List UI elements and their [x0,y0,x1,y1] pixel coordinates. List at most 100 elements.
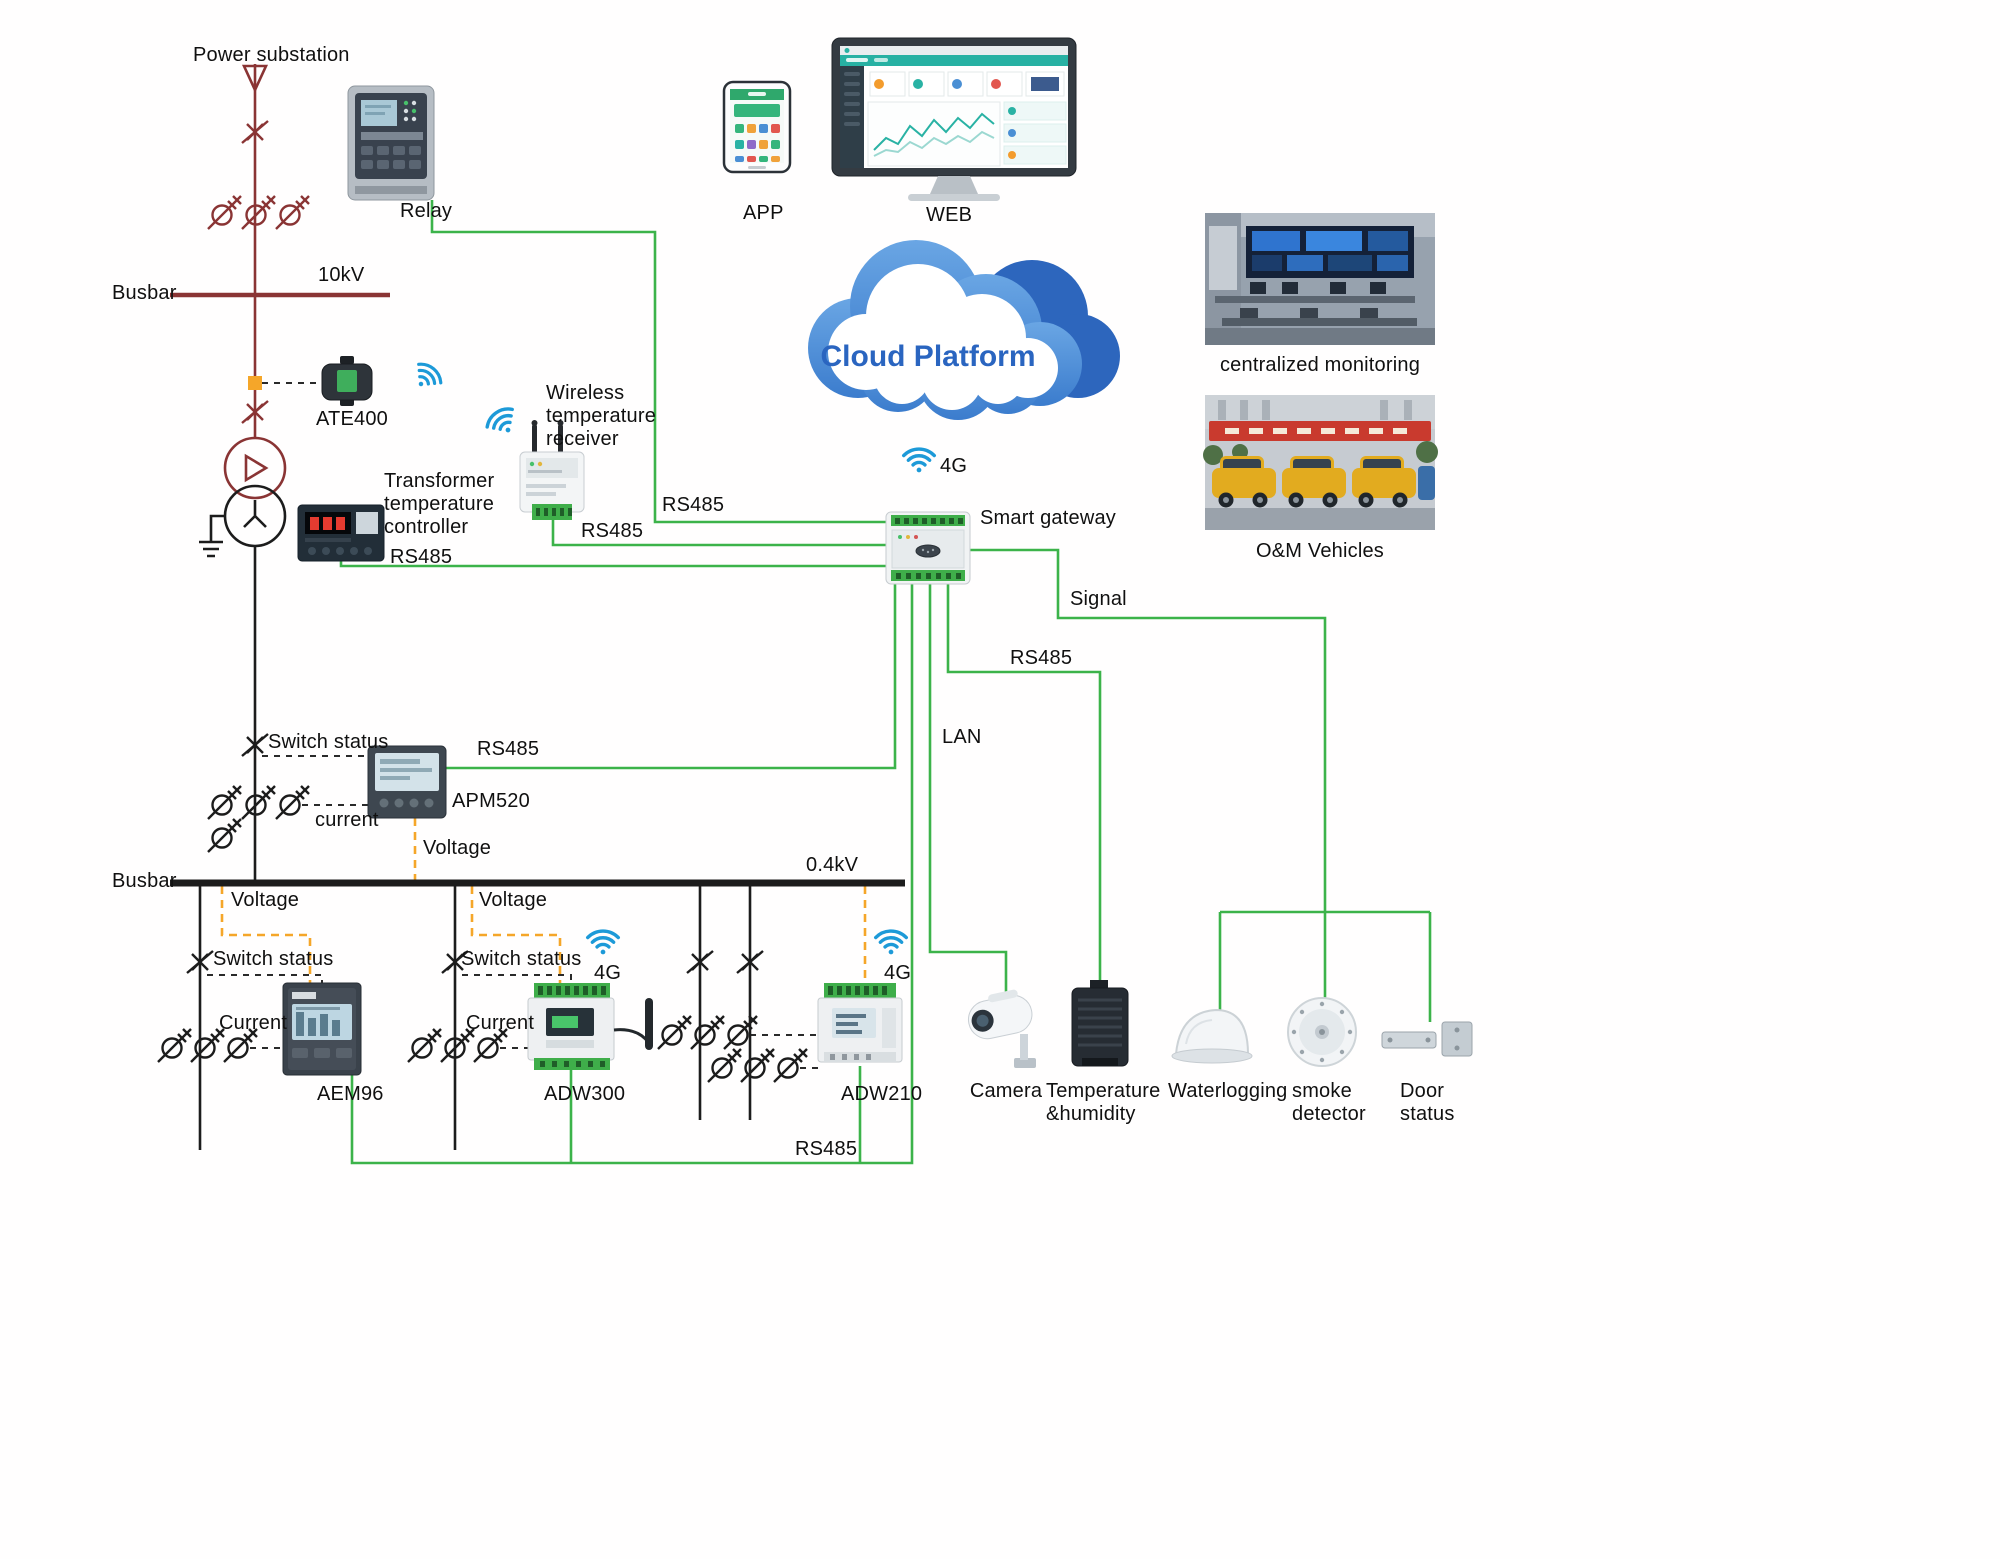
lv-single-line [156,484,905,1150]
ate400-sensor-point [248,376,262,390]
smart-gateway-device [885,511,971,585]
hv-single-line [170,64,390,500]
om-vehicles-photo [1203,395,1438,530]
adw210-label: ADW210 [841,1083,923,1105]
ct-icon [656,1014,693,1051]
adw210-device [817,983,903,1063]
cloud-platform-label: Cloud Platform [821,340,1036,373]
voltage-label-f1: Voltage [231,889,300,911]
ct-icon [206,784,243,821]
rs485-line-receiver [551,520,886,547]
rs485-label-bottom: RS485 [795,1138,858,1160]
voltage-line-adw300 [470,886,562,983]
waterlogging-device [1171,1008,1253,1064]
switch-status-line-f2 [462,974,572,983]
lan-label: LAN [942,726,982,748]
signal-line-sensors [970,548,1432,1022]
busbar-10kv-label: Busbar [112,282,177,304]
adw300-label: ADW300 [544,1083,626,1105]
voltage-line-aem96 [220,886,312,983]
centralized-monitoring-label: centralized monitoring [1219,354,1421,376]
transformer-primary-icon [223,436,287,500]
current-label-f2: Current [466,1012,535,1034]
wifi-icon-4g-gateway [902,447,936,475]
antenna-cable [613,1028,652,1047]
wireless-temp-receiver-device [519,420,585,520]
ct-icon [206,817,243,854]
signal-label: Signal [1070,588,1127,610]
om-vehicles-label: O&M Vehicles [1255,540,1385,562]
vehicle-icon [1282,456,1346,508]
rs485-label-receiver: RS485 [581,520,644,542]
adw300-device [527,983,653,1070]
ct-icon [206,194,243,231]
apm520-device [367,745,447,819]
centralized-monitoring-photo [1205,213,1435,345]
rs485-label-apm520: RS485 [477,738,540,760]
transformer-temp-controller-device [297,504,385,562]
ct-icon [156,1027,193,1064]
incoming-feeder-icon [241,64,269,94]
rs485-line-controller [339,561,886,568]
rs485-line-temp-humidity [946,584,1102,988]
cloud-platform: Cloud Platform [808,240,1120,420]
waterlogging-label: Waterlogging [1168,1080,1288,1102]
web-label: WEB [926,204,973,226]
comm-lines-green [339,200,1432,1165]
power-substation-label: Power substation [193,44,350,66]
ct-icon [240,784,277,821]
temp-humidity-device [1071,980,1129,1067]
measurement-dashed-lines [207,382,818,1069]
wifi-icon-receiver [481,402,524,443]
app-label: APP [743,202,784,224]
ct-icon [706,1047,743,1084]
switch-status-line-f1 [207,974,323,983]
ate400-device [321,356,373,406]
current-label-incomer: current [315,809,379,831]
rs485-line-bottom-bus [350,584,914,1165]
voltage-10kv-label: 10kV [318,264,365,286]
switch-status-label-incomer: Switch status [268,731,389,753]
current-label-f1: Current [219,1012,288,1034]
ct-icon [274,784,311,821]
ct-icon [722,1014,759,1051]
voltage-04kv-label: 0.4kV [806,854,859,876]
voltage-lines-orange [220,818,867,983]
relay-device [347,85,435,201]
aem96-device [282,982,362,1076]
ct-icon [240,194,277,231]
temp-humidity-label: Temperature &humidity [1046,1080,1161,1125]
ct-icon [739,1047,776,1084]
vehicle-icon [1212,456,1276,508]
transformer-controller-label: Transformer temperature controller [384,470,495,538]
vehicle-icon [1352,456,1416,508]
door-status-label: Door status [1400,1080,1455,1125]
ground-icon [199,514,225,558]
switch-status-label-f1: Switch status [213,948,334,970]
busbar-04kv-label: Busbar [112,870,177,892]
app-phone [722,80,792,174]
ct-icon [689,1014,726,1051]
ct-icon [772,1047,809,1084]
camera-label: Camera [969,1080,1043,1102]
aem96-label: AEM96 [317,1083,384,1105]
rs485-label-controller: RS485 [390,546,453,568]
rs485-line-relay [430,200,886,524]
4g-label-adw300: 4G [594,962,622,984]
ct-icon [274,194,311,231]
rs485-label-temp-humidity: RS485 [1010,647,1073,669]
4g-label-gateway: 4G [940,455,968,477]
lan-line-camera [928,584,1008,1000]
ct-icon [406,1027,443,1064]
4g-label-adw210: 4G [884,962,912,984]
smart-gateway-label: Smart gateway [980,507,1116,529]
ate400-label: ATE400 [316,408,388,430]
door-contact-device [1381,1021,1473,1057]
apm520-label: APM520 [452,790,530,812]
relay-label: Relay [400,200,453,222]
switch-status-label-f2: Switch status [461,948,582,970]
wifi-icon-ate400 [406,358,447,397]
smoke-detector-label: smoke detector [1292,1080,1366,1125]
camera-device [967,989,1036,1068]
